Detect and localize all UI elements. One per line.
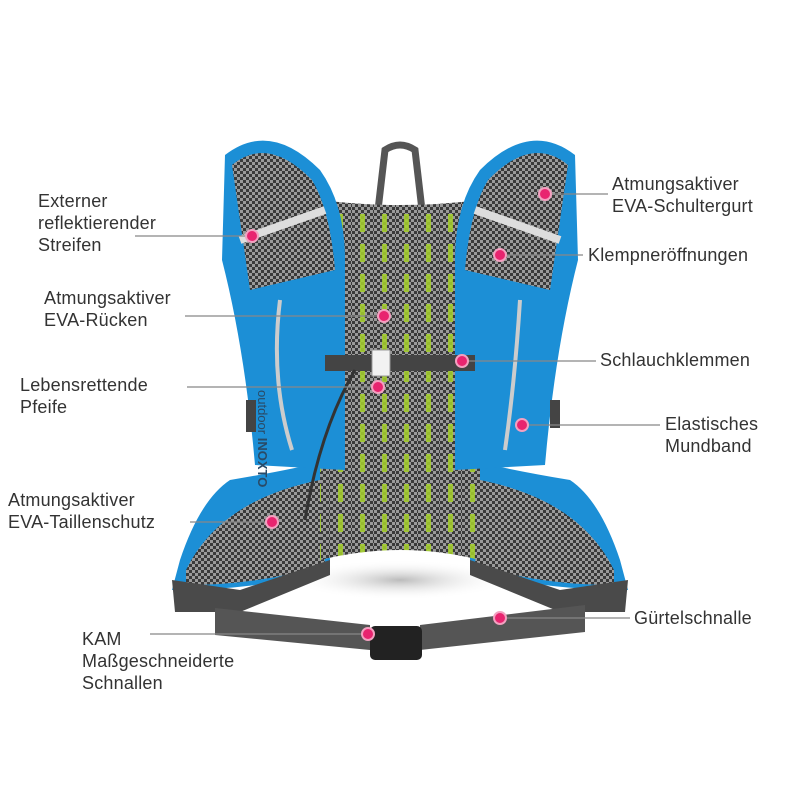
- back-panel: [320, 200, 480, 560]
- label-belt-buckle: Gürtelschnalle: [634, 608, 752, 628]
- brand-logo: outdoor INOXTO: [255, 390, 270, 488]
- whistle: [371, 349, 391, 377]
- marker-dot: [538, 187, 552, 201]
- left-belt-pad: [172, 560, 330, 612]
- marker-dot: [455, 354, 469, 368]
- right-belt-strap: [420, 605, 585, 650]
- marker-dot: [377, 309, 391, 323]
- marker-dot: [371, 380, 385, 394]
- label-hose-clamps: Schlauchklemmen: [600, 350, 751, 370]
- top-handle: [374, 141, 426, 211]
- leader-lines: [135, 193, 660, 635]
- marker-dot: [245, 229, 259, 243]
- marker-dot: [361, 627, 375, 641]
- marker-dot: [493, 611, 507, 625]
- drop-shadow: [290, 560, 510, 600]
- left-belt-strap: [215, 608, 370, 650]
- right-belt-pad: [470, 560, 628, 612]
- marker-dot: [493, 248, 507, 262]
- sternum-strap: [325, 355, 475, 371]
- markers: [245, 187, 552, 641]
- buckle: [370, 626, 422, 660]
- hose: [303, 369, 357, 521]
- label-plumbing-openings: Klempneröffnungen: [588, 245, 749, 265]
- marker-dot: [265, 515, 279, 529]
- marker-dot: [515, 418, 529, 432]
